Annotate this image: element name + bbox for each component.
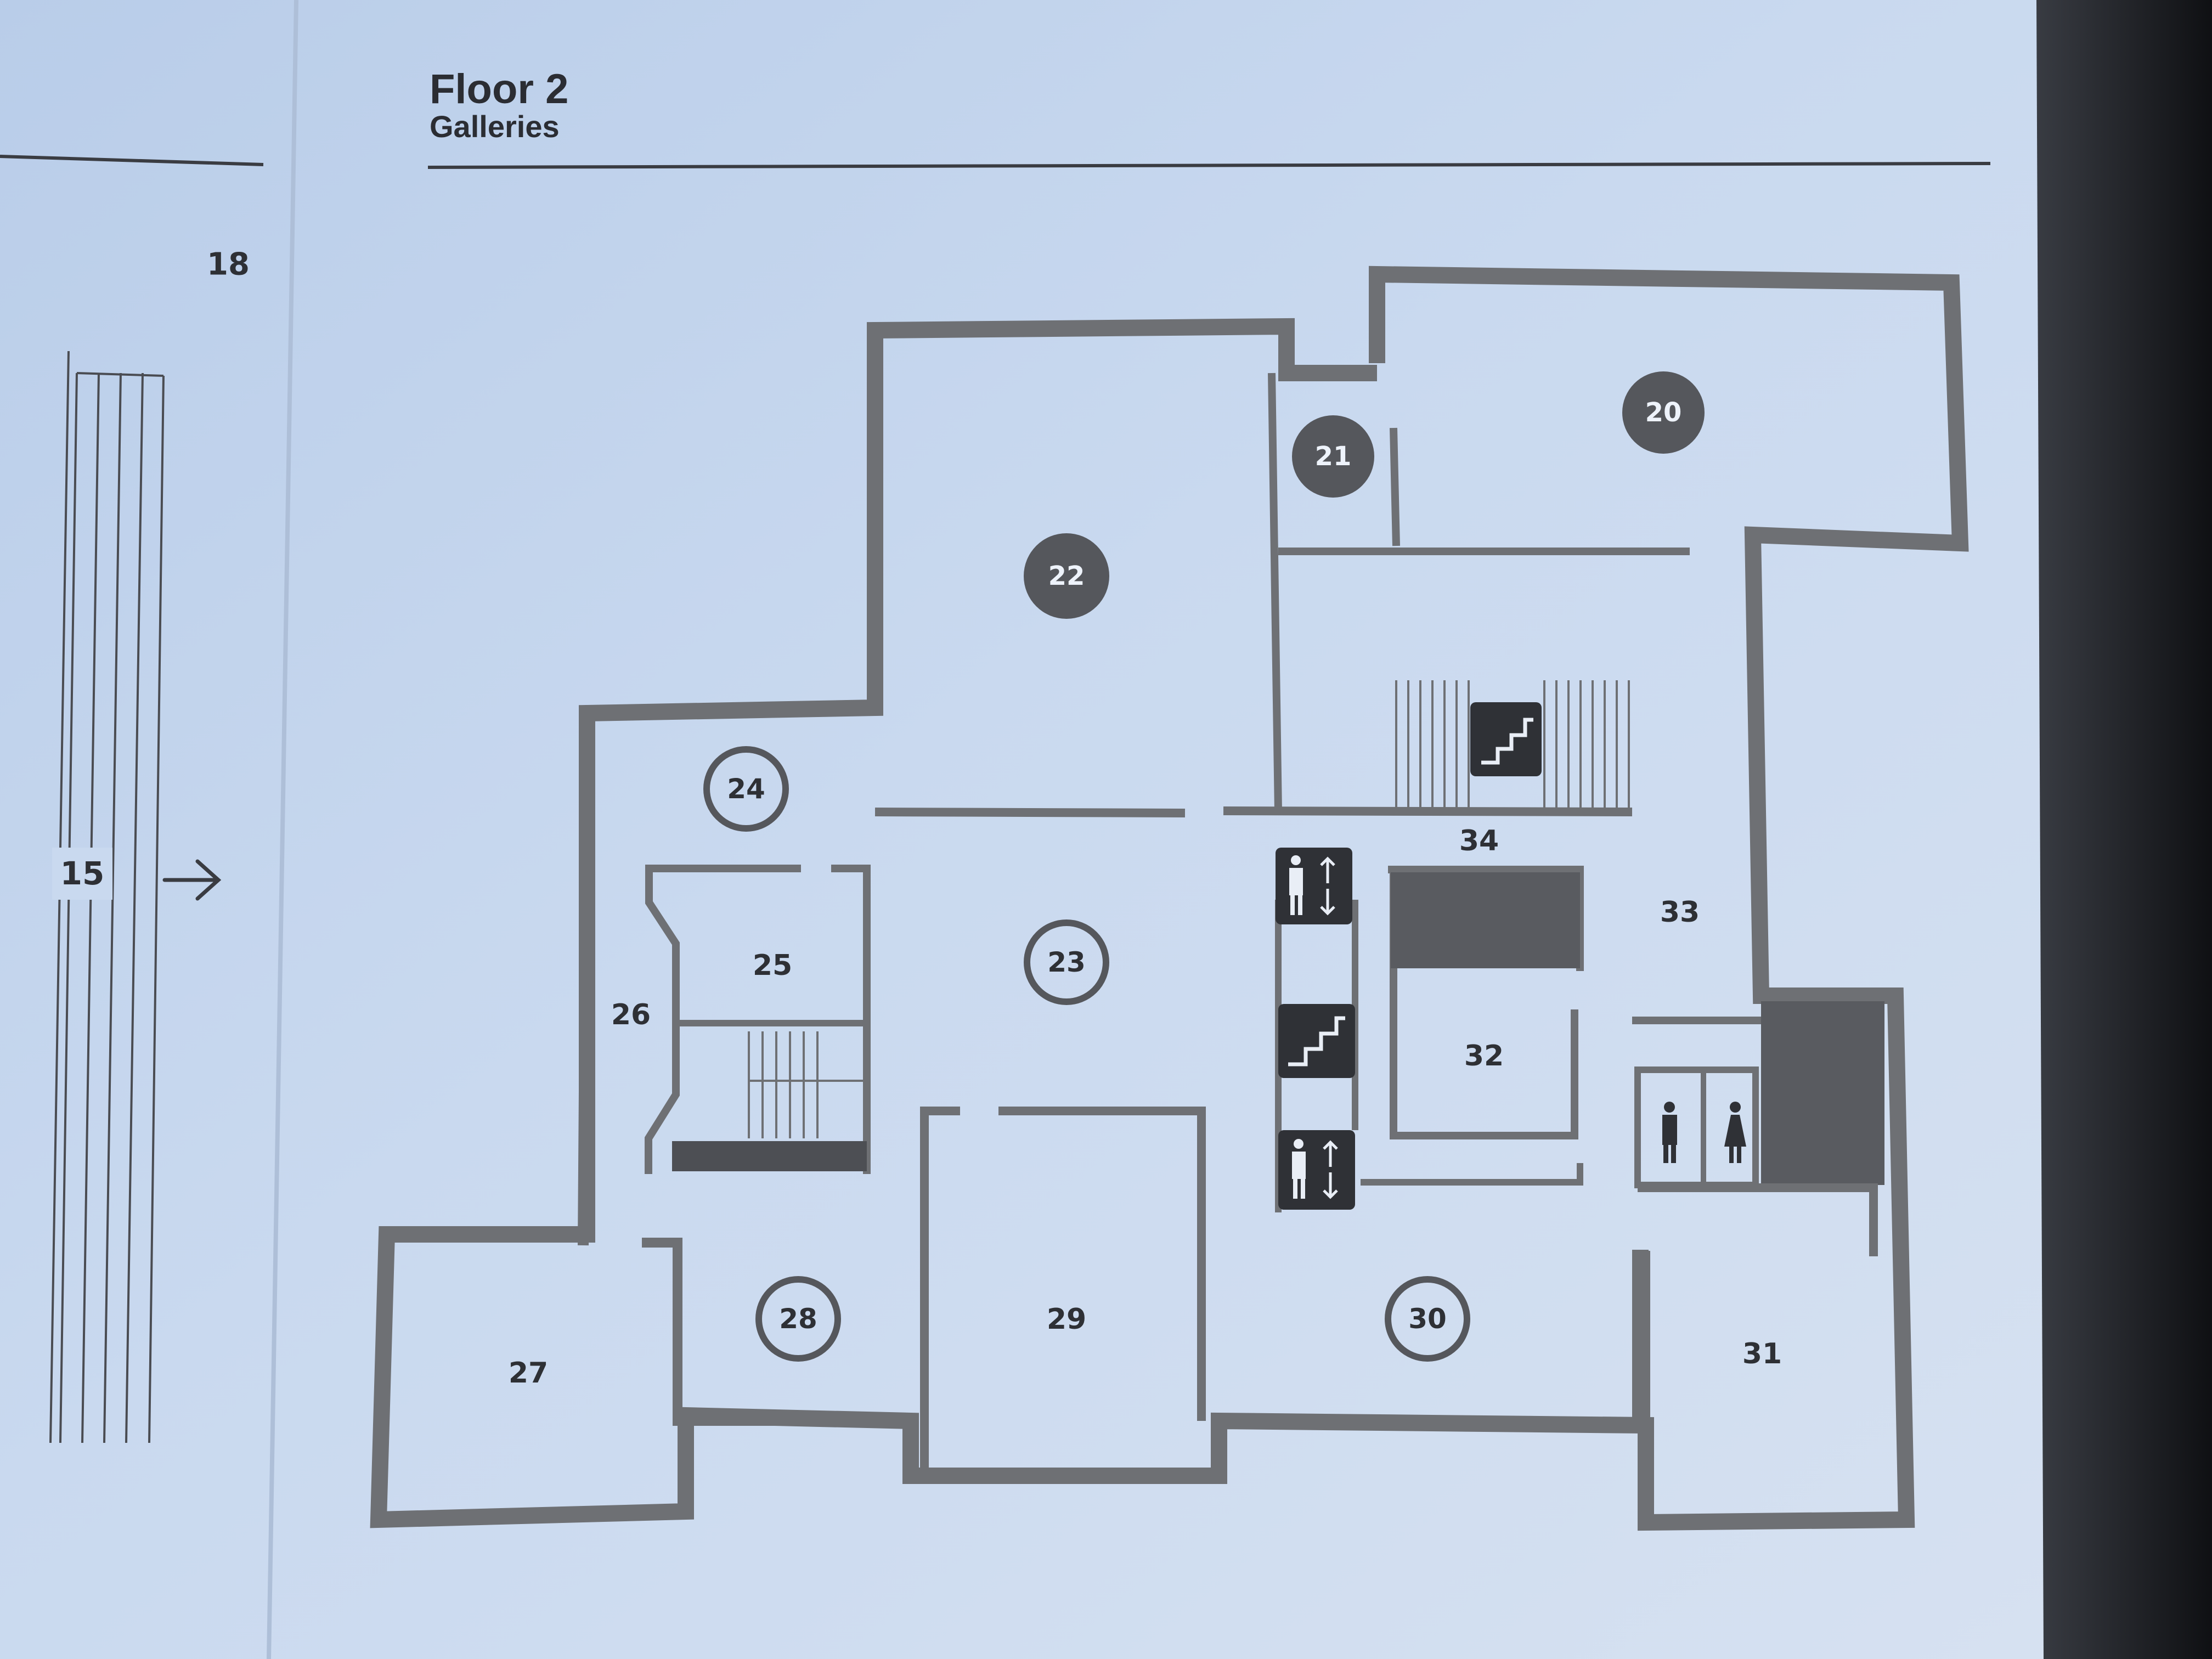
room-27-label: 27 [509, 1357, 548, 1390]
paper-sheet [0, 0, 2044, 1659]
room-29-label: 29 [1047, 1303, 1086, 1336]
left-header-rule [0, 155, 264, 166]
room-25-label: 25 [753, 949, 792, 982]
stairs-icon [1278, 1004, 1355, 1078]
header-rule [427, 162, 1991, 169]
room-22-marker: 22 [1024, 533, 1109, 619]
room-24-marker: 24 [703, 746, 789, 832]
room-33-label: 33 [1660, 896, 1700, 929]
background-edge [2030, 0, 2212, 1659]
restroom-men-icon [1662, 1102, 1677, 1163]
room-34-label: 34 [1459, 825, 1499, 857]
room-23-label: 23 [1047, 946, 1086, 978]
room-32-label: 32 [1464, 1040, 1504, 1073]
stairs-icon [1470, 702, 1542, 776]
room-28-label: 28 [779, 1303, 817, 1335]
left-panel: 18 15 [49, 247, 250, 1443]
room-24-label: 24 [727, 773, 765, 805]
room-20-label: 20 [1645, 397, 1682, 428]
stairs-hatching-34 [1395, 680, 1630, 809]
header: Floor 2 Galleries [0, 66, 1991, 169]
room-31-label: 31 [1742, 1338, 1782, 1370]
elevator-icon [1276, 848, 1352, 924]
room-28-marker: 28 [755, 1276, 841, 1362]
room-23-marker: 23 [1024, 919, 1109, 1005]
room-22-label: 22 [1048, 561, 1085, 591]
paper-fold [267, 0, 298, 1659]
stairs-hatching-25 [748, 1031, 867, 1138]
room-26-label: 26 [611, 998, 651, 1031]
floor-subtitle: Galleries [430, 109, 560, 144]
left-page-number: 18 [207, 247, 250, 283]
room-15-label-bg [52, 848, 112, 900]
room-30-label: 30 [1408, 1303, 1447, 1335]
room-21-marker: 21 [1292, 415, 1374, 498]
room-30-marker: 30 [1385, 1276, 1470, 1362]
room-21-label: 21 [1315, 441, 1352, 472]
floor-title: Floor 2 [430, 66, 568, 112]
floor-plan [370, 266, 1969, 1531]
arrow-right-icon [162, 859, 222, 901]
restroom-women-icon [1724, 1102, 1746, 1163]
room-15-label: 15 [60, 855, 105, 892]
elevator-icon [1278, 1130, 1355, 1210]
room-20-marker: 20 [1622, 371, 1705, 454]
